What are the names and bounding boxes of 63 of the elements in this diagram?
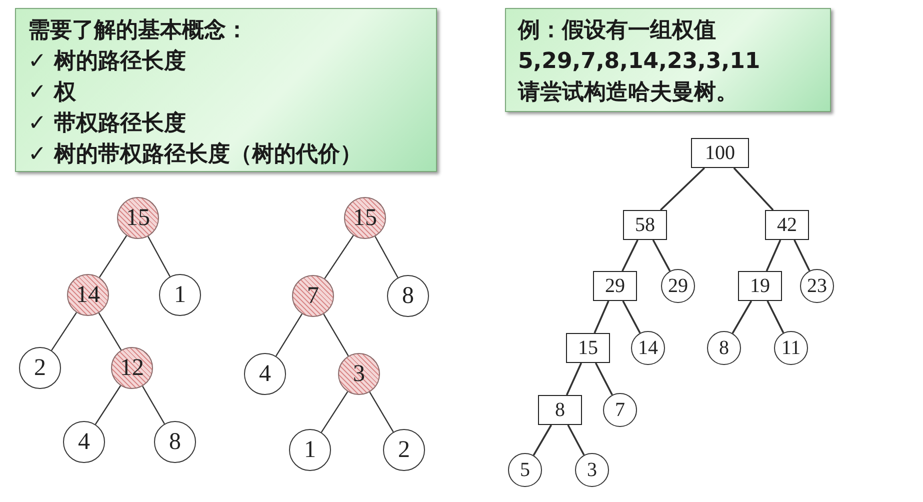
hatched-tree-node: 14 [67, 274, 109, 316]
weight-node: 8 [538, 395, 582, 425]
weight-node: 58 [623, 210, 667, 240]
hatched-tree-node: 12 [111, 347, 153, 389]
tree-node: 14 [631, 331, 665, 365]
tree-node: 5 [508, 453, 542, 487]
hatched-tree-node: 3 [338, 353, 380, 395]
tree-edge [532, 424, 552, 456]
weight-node: 100 [691, 138, 749, 168]
weight-node: 29 [593, 271, 637, 301]
tree-node: 8 [154, 421, 196, 463]
tree-edge [94, 385, 122, 425]
checklist-item: ✓ 带权路径长度 [28, 110, 188, 138]
tree-edge [148, 236, 170, 277]
weight-node: 15 [566, 333, 610, 363]
hatched-tree-node: 7 [292, 275, 334, 317]
weight-node: 42 [765, 210, 809, 240]
tree-edge [622, 300, 641, 334]
tree-edge [98, 312, 122, 350]
tree-edge [594, 362, 613, 396]
tree-edge [732, 300, 752, 334]
tree-edge [566, 362, 582, 396]
tree-node: 2 [19, 347, 61, 389]
tree-node: 3 [575, 453, 609, 487]
tree-edge [323, 314, 349, 356]
panel-heading: 需要了解的基本概念： [28, 17, 249, 45]
tree-edge [766, 240, 782, 272]
checklist-item: ✓ 树的路径长度 [28, 48, 188, 76]
tree-node: 4 [244, 353, 286, 395]
tree-edge [567, 424, 585, 456]
tree-node: 29 [661, 269, 695, 303]
tree-edge [142, 386, 165, 424]
tree-node: 8 [387, 275, 429, 317]
tree-node: 8 [707, 331, 741, 365]
tree-edge [320, 391, 348, 433]
tree-node: 23 [800, 269, 834, 303]
tree-node: 7 [603, 393, 637, 427]
note-panel [505, 8, 831, 112]
tree-edge [766, 300, 784, 334]
weight-node: 19 [738, 271, 782, 301]
tree-node: 1 [289, 429, 331, 471]
tree-node: 11 [774, 331, 808, 365]
note-panel [15, 8, 437, 172]
tree-edge [51, 312, 77, 351]
tree-edge [276, 314, 302, 356]
hatched-tree-node: 15 [117, 197, 159, 239]
tree-edge [594, 300, 610, 334]
tree-edge [660, 167, 705, 211]
tree-edge [98, 235, 128, 278]
checklist-item: ✓ 权 [28, 79, 78, 107]
hatched-tree-node: 15 [344, 197, 386, 239]
tree-edge [733, 167, 774, 211]
tree-edge [324, 235, 354, 279]
tree-edge [794, 240, 810, 272]
tree-node: 2 [383, 429, 425, 471]
tree-edge [622, 240, 638, 272]
tree-edge [374, 236, 398, 278]
checklist-item: ✓ 树的带权路径长度（树的代价） [28, 140, 364, 169]
example-text: 例：假设有一组权值 5,29,7,8,14,23,3,11 请尝试构造哈夫曼树。 [518, 17, 762, 107]
tree-node: 1 [159, 274, 201, 316]
tree-edge [652, 240, 671, 272]
tree-edge [369, 392, 394, 432]
tree-node: 4 [63, 421, 105, 463]
